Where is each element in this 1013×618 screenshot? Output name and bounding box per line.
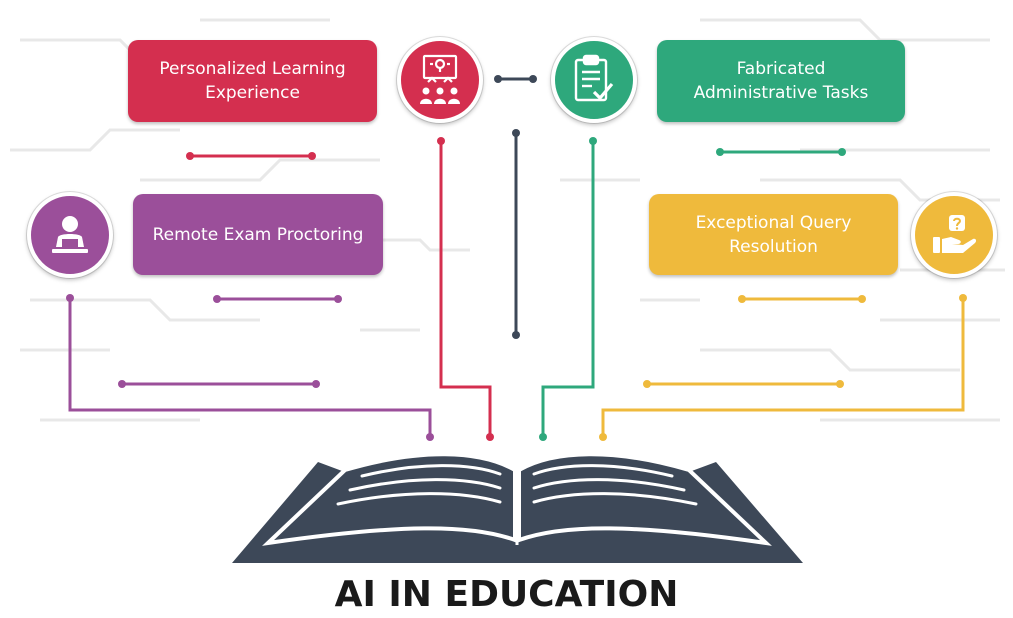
connector-bars xyxy=(118,75,866,388)
query-resolution-line1: Exceptional Query xyxy=(695,212,852,233)
question-hand-icon xyxy=(911,192,997,278)
remote-exam-proctoring-label: Remote Exam Proctoring xyxy=(152,224,364,245)
administrative-tasks-line2: Administrative Tasks xyxy=(693,83,869,103)
personalized-learning-box: Personalized Learning Experience xyxy=(128,40,377,122)
personalized-learning-line1: Personalized Learning xyxy=(159,59,346,79)
administrative-tasks-line1: Fabricated xyxy=(736,59,826,79)
book-connectors xyxy=(66,137,967,441)
presentation-audience-icon xyxy=(397,37,483,123)
page-title: AI IN EDUCATION xyxy=(334,574,679,615)
administrative-tasks-box: Fabricated Administrative Tasks xyxy=(657,40,905,122)
remote-exam-proctoring-box: Remote Exam Proctoring xyxy=(133,194,383,275)
query-resolution-line2: Resolution xyxy=(729,236,818,257)
circuit-background xyxy=(10,18,1005,422)
exam-proctor-icon xyxy=(27,192,113,278)
personalized-learning-line2: Experience xyxy=(205,83,300,103)
clipboard-check-icon xyxy=(551,37,637,123)
query-resolution-box: Exceptional Query Resolution xyxy=(649,194,898,275)
open-book-icon xyxy=(232,452,803,563)
